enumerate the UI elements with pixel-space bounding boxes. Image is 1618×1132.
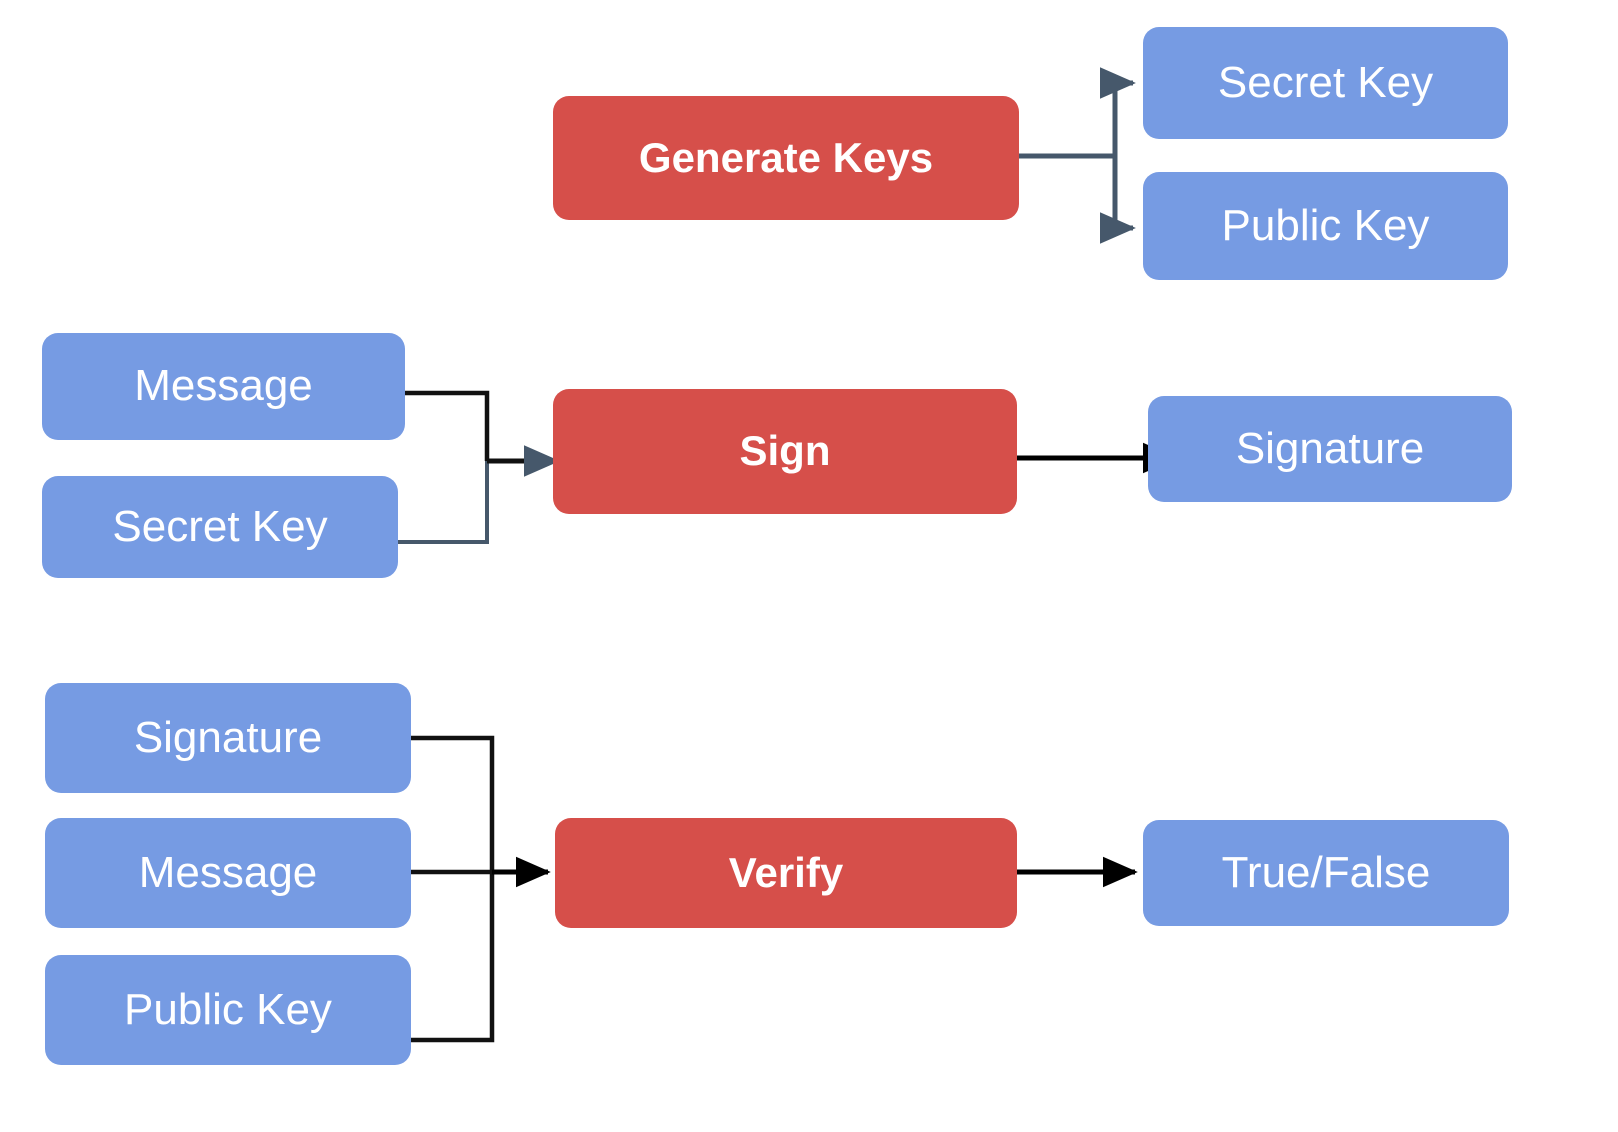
node-public-key-verify-input[interactable]: Public Key bbox=[45, 955, 411, 1065]
node-verify-label: Verify bbox=[728, 848, 844, 896]
node-sign[interactable]: Sign bbox=[553, 389, 1017, 514]
node-generate-keys[interactable]: Generate Keys bbox=[553, 96, 1019, 220]
node-public-key-output[interactable]: Public Key bbox=[1143, 172, 1508, 280]
node-sign-label: Sign bbox=[739, 427, 831, 475]
node-secret-key-sign-input-label: Secret Key bbox=[112, 501, 328, 551]
node-signature-verify-input-label: Signature bbox=[133, 712, 323, 762]
node-message-verify-input[interactable]: Message bbox=[45, 818, 411, 928]
node-signature-output-label: Signature bbox=[1235, 423, 1425, 473]
edge-signature-to-verify bbox=[411, 735, 495, 872]
node-true-false-output-label: True/False bbox=[1221, 847, 1431, 897]
edge-public-key-to-verify bbox=[411, 872, 495, 1043]
node-public-key-output-label: Public Key bbox=[1221, 200, 1430, 250]
node-generate-keys-label: Generate Keys bbox=[638, 133, 934, 181]
node-secret-key-output-label: Secret Key bbox=[1217, 57, 1434, 107]
edge-secret-key-to-sign bbox=[398, 461, 489, 544]
node-secret-key-output[interactable]: Secret Key bbox=[1143, 27, 1508, 139]
node-true-false-output[interactable]: True/False bbox=[1143, 820, 1509, 926]
node-public-key-verify-input-label: Public Key bbox=[124, 984, 332, 1034]
node-verify[interactable]: Verify bbox=[555, 818, 1017, 928]
node-message-sign-input-label: Message bbox=[134, 361, 313, 411]
node-message-sign-input[interactable]: Message bbox=[42, 333, 405, 440]
node-signature-output[interactable]: Signature bbox=[1148, 396, 1512, 502]
edge-generate-keys-to-secret-key bbox=[1017, 67, 1136, 159]
node-secret-key-sign-input[interactable]: Secret Key bbox=[42, 476, 398, 578]
edge-generate-keys-to-public-key bbox=[1099, 156, 1136, 244]
edge-message-to-sign bbox=[405, 390, 490, 461]
node-message-verify-input-label: Message bbox=[138, 847, 318, 897]
node-signature-verify-input[interactable]: Signature bbox=[45, 683, 411, 793]
